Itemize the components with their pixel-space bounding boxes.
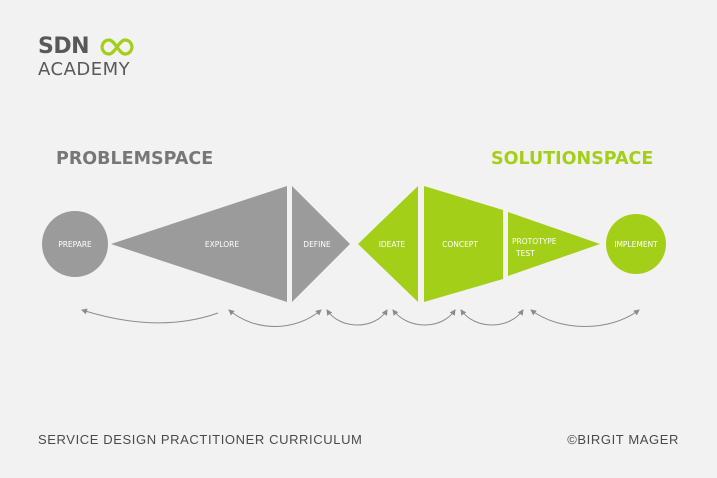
ideate-label: IDEATE	[379, 240, 406, 249]
problemspace-title: PROBLEMSPACE	[56, 149, 214, 169]
iteration-arrows	[81, 308, 640, 327]
phase-ideate: IDEATE	[358, 186, 418, 302]
phase-concept: CONCEPT	[424, 186, 503, 302]
solutionspace-title: SOLUTIONSPACE	[491, 149, 654, 169]
curriculum-footer: SERVICE DESIGN PRACTITIONER CURRICULUM	[38, 432, 363, 447]
explore-triangle	[111, 186, 287, 302]
arrow-concept-prototype	[460, 309, 524, 326]
phase-define: DEFINE	[292, 186, 350, 302]
phase-explore: EXPLORE	[111, 186, 287, 302]
implement-label: IMPLEMENT	[614, 240, 658, 249]
copyright-footer: ©BIRGIT MAGER	[567, 432, 679, 447]
prototype-label: PROTOTYPE	[512, 237, 557, 246]
arrow-explore-to-prepare	[81, 308, 219, 324]
arrow-prototype-implement	[530, 309, 640, 327]
concept-label: CONCEPT	[442, 240, 478, 249]
arrow-ideate-concept	[392, 309, 456, 326]
sdn-academy-logo: SDN ACADEMY	[38, 36, 138, 86]
define-triangle	[292, 186, 350, 302]
phase-prepare: PREPARE	[42, 211, 108, 277]
arrow-explore-define	[228, 309, 322, 327]
prototype-trapezoid	[508, 212, 600, 276]
test-label: TEST	[515, 249, 535, 258]
infinity-icon	[100, 38, 134, 56]
prepare-circle	[42, 211, 108, 277]
logo-academy-text: ACADEMY	[38, 59, 131, 80]
arrow-define-ideate	[326, 309, 388, 326]
phase-prototype-test: PROTOTYPE TEST	[508, 212, 600, 276]
ideate-triangle	[358, 186, 418, 302]
define-label: DEFINE	[303, 240, 331, 249]
implement-circle	[606, 214, 666, 274]
prepare-label: PREPARE	[58, 240, 92, 249]
explore-label: EXPLORE	[205, 240, 239, 249]
logo-sdn-text: SDN	[38, 34, 90, 59]
phase-implement: IMPLEMENT	[606, 214, 666, 274]
concept-trapezoid	[424, 186, 503, 302]
